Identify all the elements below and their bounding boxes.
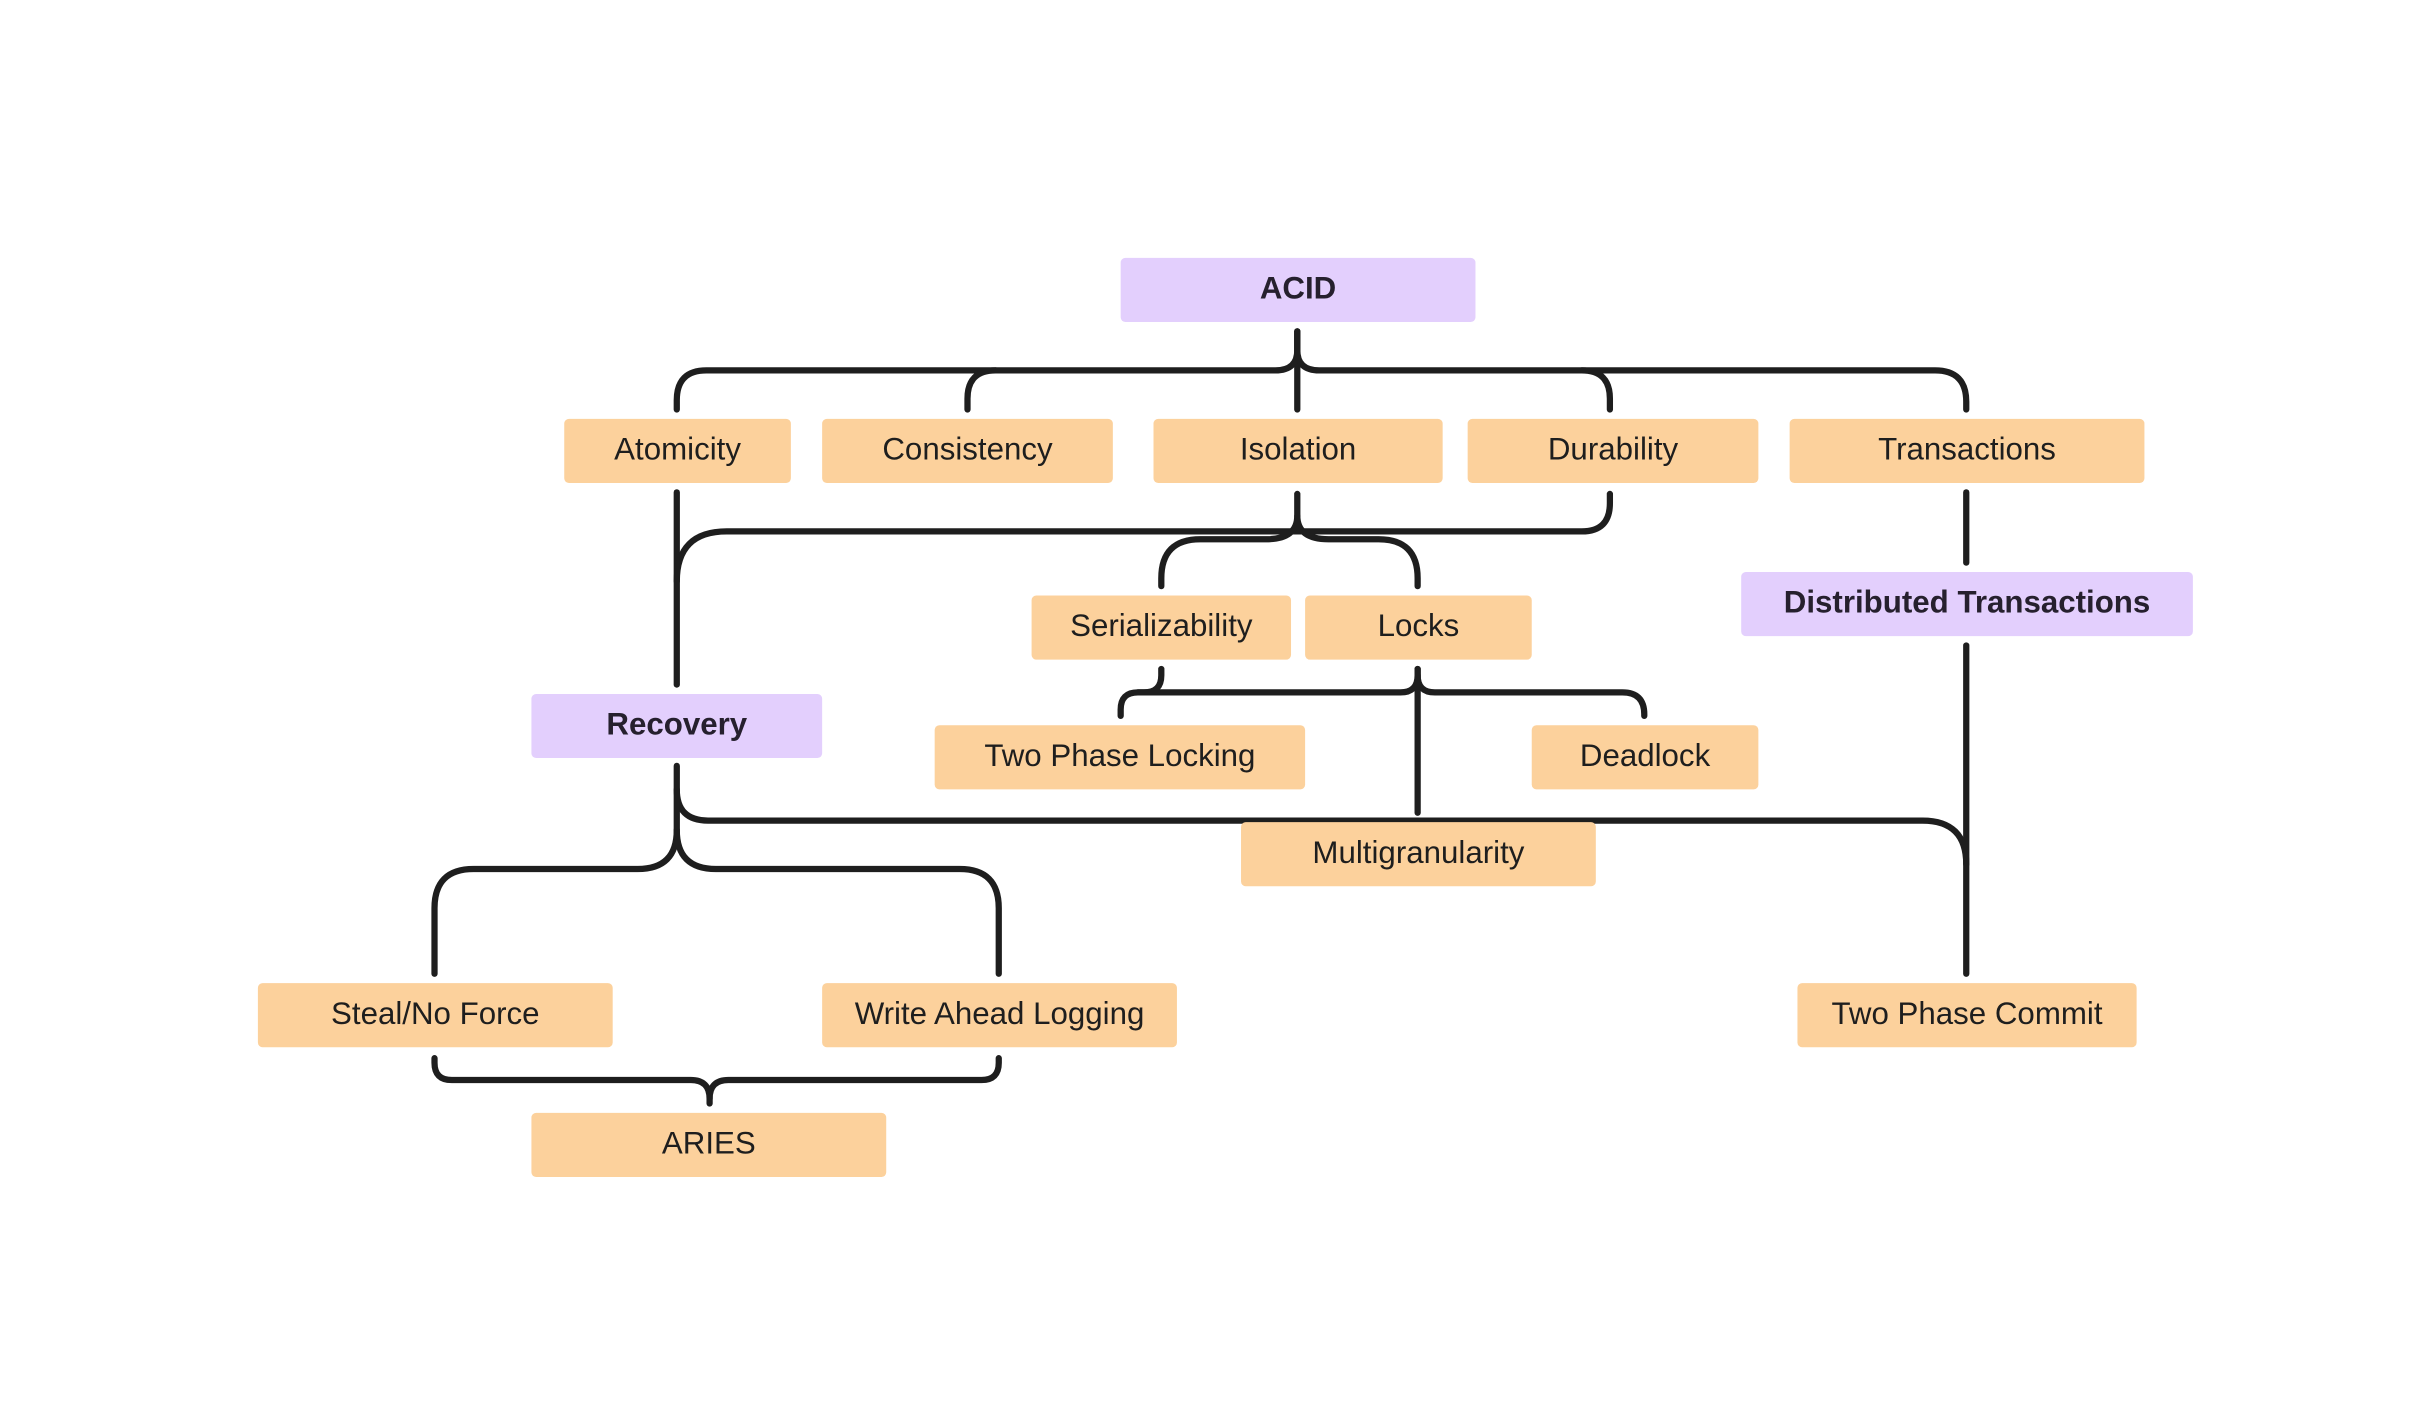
node-atomicity: Atomicity	[564, 418, 791, 483]
node-two-phase-commit: Two Phase Commit	[1797, 983, 2137, 1048]
connector-durability-recovery	[673, 490, 1614, 585]
node-write-ahead-logging: Write Ahead Logging	[822, 983, 1177, 1048]
connector-write-ahead-logging-aries	[706, 1055, 1002, 1102]
node-serializability: Serializability	[1031, 595, 1292, 660]
connector-acid-transactions	[1578, 367, 1970, 413]
node-multigranularity: Multigranularity	[1241, 822, 1596, 887]
node-recovery: Recovery	[531, 693, 823, 759]
connector-isolation-serializability	[1158, 490, 1301, 590]
node-durability: Durability	[1467, 418, 1759, 483]
connector-acid-durability	[1294, 328, 1614, 413]
node-steal-no-force: Steal/No Force	[257, 983, 613, 1048]
connector-recovery-write-ahead-logging	[673, 826, 1002, 977]
connector-steal-no-force-aries	[431, 1055, 713, 1107]
connector-isolation-locks	[1294, 512, 1421, 590]
node-aries: ARIES	[531, 1112, 887, 1177]
node-transactions: Transactions	[1789, 418, 2145, 483]
node-acid: ACID	[1120, 257, 1476, 322]
connector-acid-consistency	[964, 367, 999, 413]
node-isolation: Isolation	[1153, 418, 1443, 483]
node-two-phase-locking: Two Phase Locking	[934, 725, 1306, 790]
node-deadlock: Deadlock	[1531, 725, 1759, 790]
node-locks: Locks	[1305, 595, 1532, 660]
node-distributed-transactions: Distributed Transactions	[1741, 572, 2193, 637]
connector-locks-two-phase-locking	[1134, 665, 1421, 696]
connector-recovery-steal-no-force	[431, 786, 680, 977]
connector-locks-deadlock	[1414, 672, 1648, 719]
node-consistency: Consistency	[822, 418, 1113, 483]
